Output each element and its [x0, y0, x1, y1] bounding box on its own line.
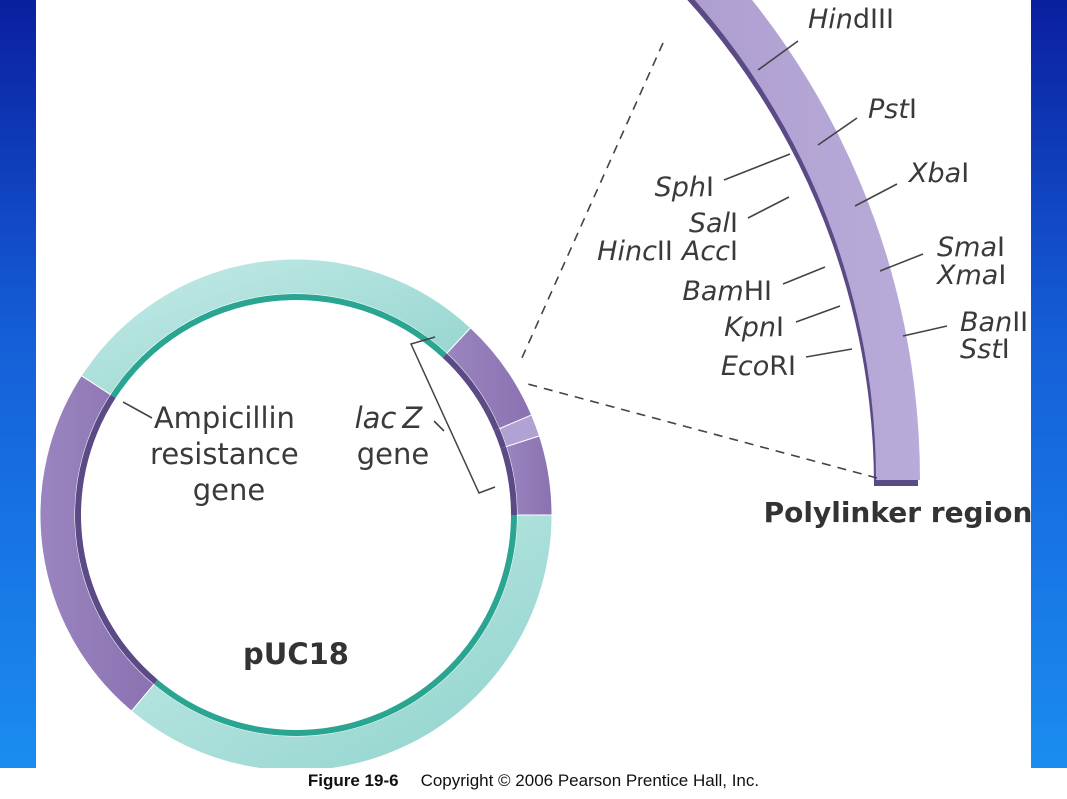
right-sites: HindIII PstI XbaI SmaI XmaI BanII SstI [808, 4, 1028, 365]
site-bamhi: BamHI [682, 276, 772, 307]
left-site-leaders [723, 153, 853, 358]
right-site-leaders [757, 40, 948, 337]
polylinker-arc [687, 0, 920, 486]
zoom-line-bottom [523, 382, 878, 479]
polylinker-arc-band [694, 0, 920, 480]
lacz-leader [433, 420, 445, 432]
zoom-line-top [520, 42, 664, 361]
site-sphi: SphI [655, 172, 714, 203]
left-frame-bar [0, 0, 36, 768]
site-psti: PstI [868, 94, 917, 125]
polylinker-title: Polylinker region [764, 496, 1033, 529]
site-banii: BanII [960, 307, 1028, 338]
site-kpni: KpnI [724, 312, 784, 343]
right-frame-bar [1031, 0, 1067, 768]
site-hindiii: HindIII [808, 4, 894, 35]
ring-segment-lacz-upper-edge [442, 353, 500, 431]
site-xmai: XmaI [935, 260, 1006, 291]
copyright-text: Copyright © 2006 Pearson Prentice Hall, … [420, 771, 760, 790]
site-xbai: XbaI [907, 158, 969, 189]
ring-segment-polylinker-edge [493, 428, 507, 449]
lacz-bracket [409, 336, 496, 494]
ampicillin-leader [122, 401, 153, 419]
ring-segment-teal-upper [80, 258, 472, 396]
figure-number: Figure 19-6 [307, 771, 399, 790]
ampicillin-label: Ampicillin resistance gene [150, 401, 308, 507]
plasmid-name: pUC18 [243, 637, 349, 671]
ring-segment-lacz-lower-edge [500, 446, 517, 515]
site-ssti: SstI [960, 334, 1010, 365]
plasmid-ring [39, 258, 553, 768]
site-sali: SalI [689, 208, 738, 239]
ring-segment-teal-upper-edge [110, 293, 447, 398]
site-ecori: EcoRI [721, 351, 796, 382]
site-smai: SmaI [937, 232, 1005, 263]
figure-caption: Figure 19-6 Copyright © 2006 Pearson Pren… [0, 771, 1067, 797]
